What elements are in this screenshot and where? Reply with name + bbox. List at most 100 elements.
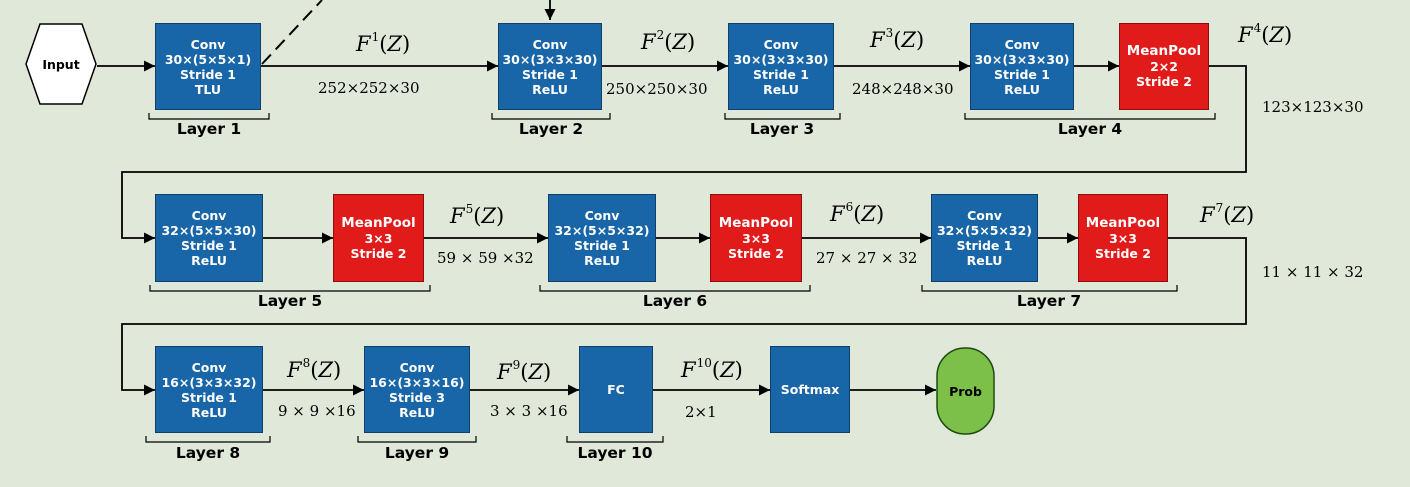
- layer-label-4: Layer 4: [1057, 120, 1123, 138]
- feature-letter: F: [1238, 23, 1253, 47]
- layer-label-7: Layer 7: [1016, 292, 1082, 310]
- block-text-line: ReLU: [399, 404, 435, 420]
- feature-superscript: 1: [371, 30, 380, 44]
- feature-letter: F: [287, 358, 302, 382]
- block-text-line: 32×(5×5×30): [161, 223, 257, 238]
- block-text-line: 3×3: [742, 230, 770, 246]
- block-text-line: 30×(3×3×30): [974, 51, 1070, 67]
- block-text-line: Stride 1: [181, 238, 237, 253]
- block-text-line: 30×(3×3×30): [733, 51, 829, 67]
- block-text-line: 2×2: [1150, 59, 1178, 74]
- feature-letter: F: [641, 30, 656, 54]
- dashed-annotation-line: [261, 0, 323, 65]
- feature-label-f6: F6(Z): [830, 200, 884, 226]
- flow-arrows: [97, 60, 1247, 396]
- block-text-line: ReLU: [584, 253, 620, 268]
- feature-argument: (Z): [310, 358, 342, 382]
- layer-label-1: Layer 1: [176, 120, 242, 138]
- block-text-line: 3×3: [364, 230, 393, 246]
- dims-label-10: 2×1: [685, 403, 717, 421]
- block-text-line: FC: [607, 382, 625, 397]
- feature-argument: (Z): [1223, 203, 1255, 227]
- feature-label-f8: F8(Z): [287, 356, 342, 382]
- block-text-line: ReLU: [966, 253, 1003, 268]
- input-label: Input: [42, 56, 80, 72]
- feature-argument: (Z): [1261, 23, 1293, 47]
- feature-label-f5: F5(Z): [450, 202, 505, 228]
- feature-label-f4: F4(Z): [1238, 21, 1293, 47]
- feature-argument: (Z): [379, 32, 411, 56]
- feature-label-f10: F10(Z): [681, 356, 743, 382]
- block-text-line: Conv: [532, 36, 568, 52]
- dims-label-9: 3 × 3 ×16: [490, 402, 568, 420]
- block-text-line: Conv: [399, 359, 435, 375]
- block-text-line: 3×3: [1109, 230, 1137, 246]
- dims-label-1: 252×252×30: [318, 79, 420, 97]
- block-text-line: Stride 1: [574, 238, 630, 253]
- layer-label-5: Layer 5: [257, 292, 323, 310]
- feature-label-f2: F2(Z): [641, 28, 696, 54]
- block-text-line: Stride 1: [181, 389, 237, 405]
- feature-argument: (Z): [893, 28, 925, 52]
- block-text-line: TLU: [194, 81, 222, 97]
- feature-letter: F: [870, 28, 885, 52]
- block-text-line: Stride 3: [389, 389, 445, 405]
- block-text-line: MeanPool: [718, 214, 794, 231]
- block-text-line: 30×(3×3×30): [502, 51, 598, 67]
- feature-letter: F: [450, 204, 465, 228]
- output-label: Prob: [949, 383, 982, 399]
- block-text-line: Conv: [584, 208, 620, 223]
- feature-superscript: 10: [696, 356, 712, 370]
- block-text-line: 16×(3×3×16): [369, 374, 465, 390]
- feature-superscript: 5: [465, 202, 474, 216]
- feature-superscript: 9: [512, 358, 521, 372]
- feature-letter: F: [356, 32, 371, 56]
- fc-block-layer10: FC: [579, 346, 653, 433]
- feature-superscript: 7: [1215, 201, 1224, 215]
- block-text-line: Conv: [763, 36, 799, 52]
- block-text-line: MeanPool: [1085, 214, 1161, 231]
- block-text-line: Stride 2: [728, 245, 784, 261]
- feature-label-f9: F9(Z): [497, 358, 552, 384]
- block-text-line: Softmax: [780, 382, 840, 397]
- block-text-line: Stride 1: [753, 66, 809, 82]
- block-text-line: Conv: [1004, 36, 1040, 52]
- block-text-line: ReLU: [1004, 81, 1040, 97]
- feature-superscript: 4: [1253, 21, 1262, 35]
- layer-label-2: Layer 2: [518, 120, 584, 138]
- feature-letter: F: [830, 202, 845, 226]
- feature-superscript: 6: [845, 200, 854, 214]
- block-text-line: 30×(5×5×1): [164, 51, 252, 67]
- block-text-line: Stride 2: [350, 245, 407, 261]
- feature-superscript: 2: [656, 28, 665, 42]
- dims-label-8: 9 × 9 ×16: [278, 402, 356, 420]
- block-text-line: Conv: [191, 359, 227, 375]
- dims-label-4: 123×123×30: [1262, 98, 1364, 116]
- block-text-line: Stride 1: [956, 238, 1013, 253]
- feature-argument: (Z): [664, 30, 696, 54]
- dims-label-6: 27 × 27 × 32: [816, 249, 918, 267]
- block-text-line: Stride 2: [1136, 74, 1192, 89]
- block-text-line: Stride 1: [180, 66, 236, 82]
- block-text-line: ReLU: [191, 404, 227, 420]
- feature-letter: F: [497, 360, 512, 384]
- feature-argument: (Z): [473, 204, 505, 228]
- feature-argument: (Z): [520, 360, 552, 384]
- block-text-line: ReLU: [532, 81, 568, 97]
- layer-label-10: Layer 10: [577, 444, 653, 462]
- dims-label-3: 248×248×30: [852, 80, 954, 98]
- input-hexagon: [25, 23, 97, 105]
- softmax-block: Softmax: [770, 346, 850, 433]
